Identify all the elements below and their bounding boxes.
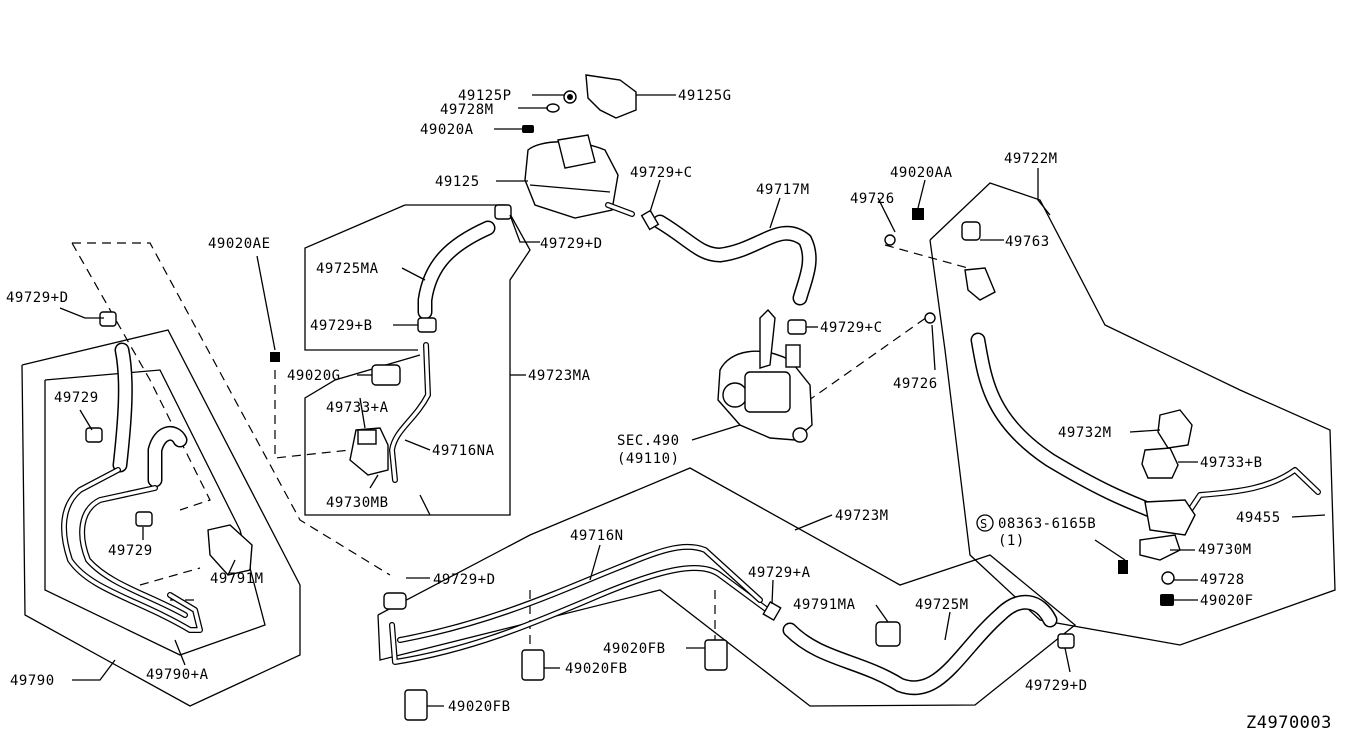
label-49790a: 49790+A [146,667,209,683]
bolt-49020aa [912,208,924,220]
clamp-49733-a [357,429,377,445]
label-49728: 49728 [1200,572,1245,588]
svg-text:(1): (1) [998,533,1025,549]
reservoir-tank [524,134,635,219]
bracket-49020g [371,364,401,386]
bracket-49125g [585,74,637,119]
label-49020ae: 49020AE [208,236,271,252]
clamp-49729-d-right [1057,633,1075,649]
clamp-49729-d-tank [494,204,512,220]
label-49729-left2: 49729 [108,543,153,559]
label-sec490: SEC.490 [617,433,680,449]
clamp-49729-d-mid [383,592,407,610]
washer-49726-mid [924,312,936,324]
label-49725ma: 49725MA [316,261,379,277]
washer-49726-top [884,234,896,246]
label-49125: 49125 [435,174,480,190]
bolt-08363 [1118,560,1128,574]
label-49020fb-2: 49020FB [603,641,666,657]
label-49729d-left: 49729+D [6,290,69,306]
clamp-49732m [1157,409,1193,449]
bracket-49791m [207,524,253,576]
label-49723ma: 49723MA [528,368,591,384]
group-outline-49790 [21,329,301,707]
label-49729c-top: 49729+C [630,165,693,181]
label-49729b: 49729+B [310,318,373,334]
clamp-49729-left2 [135,511,153,527]
bolt-49020ae [270,352,280,362]
union-fitting [964,267,996,301]
label-49728m: 49728M [440,102,494,118]
components [85,74,1196,721]
clamp-49729-c-top [640,209,660,231]
label-49717m: 49717M [756,182,810,198]
leader-lines [59,94,1326,707]
bracket-49730m [1139,534,1181,561]
fitting-49722m-end [1144,499,1196,536]
label-49020a: 49020A [420,122,474,138]
label-49020fb-3: 49020FB [448,699,511,715]
label-49125p: 49125P [458,88,512,104]
label-49020fb-1: 49020FB [565,661,628,677]
label-49716n: 49716N [570,528,624,544]
label-49730m: 49730M [1198,542,1252,558]
label-49722m: 49722M [1004,151,1058,167]
power-steering-pump [717,308,813,443]
label-49729d-mid: 49729+D [433,572,496,588]
label-49723m: 49723M [835,508,889,524]
label-49730mb: 49730MB [326,495,389,511]
label-49020aa: 49020AA [890,165,953,181]
clamp-49729-c-pump [787,319,807,335]
label-49020f: 49020F [1200,593,1254,609]
clip-49020fb-3 [404,689,428,721]
label-49791m: 49791M [210,571,264,587]
label-49763: 49763 [1005,234,1050,250]
label-49455: 49455 [1236,510,1281,526]
clamp-49729-b [417,317,437,333]
label-sec490-sub: (49110) [617,451,680,467]
group-outline-49790a [44,369,266,656]
diagram-code: Z4970003 [1246,713,1332,733]
clamp-49729-left1 [85,427,103,443]
clip-49020fb-2 [704,639,728,671]
clamp-49733-b [1141,447,1179,479]
label-49125g: 49125G [678,88,732,104]
label-49729d-tank: 49729+D [540,236,603,252]
nut-49020f [1160,594,1174,606]
washer-49728 [1161,571,1175,585]
label-49729a: 49729+A [748,565,811,581]
label-49729d-right: 49729+D [1025,678,1088,694]
label-49791ma: 49791MA [793,597,856,613]
clamp-49791ma [875,621,901,647]
pipes [61,342,1321,665]
label-49726-mid: 49726 [893,376,938,392]
label-49733b: 49733+B [1200,455,1263,471]
label-49732m: 49732M [1058,425,1112,441]
clamp-49729-a [762,600,782,622]
label-49716na: 49716NA [432,443,495,459]
label-49726-top: 49726 [850,191,895,207]
label-49790: 49790 [10,673,55,689]
callout-labels: 49125P 49728M 49020A 49125G 49125 49729+… [6,88,1332,733]
bolt-49020a [522,125,534,133]
washer-49728m [546,103,560,113]
label-08363: S 08363-6165B (1) [976,514,1096,549]
dashed-reference-lines [71,242,976,650]
svg-text:S: S [980,517,988,531]
clip-49020fb-1 [521,649,545,681]
clamp-49729-d-left [99,311,117,327]
label-49733a: 49733+A [326,400,389,416]
label-49729-left1: 49729 [54,390,99,406]
clamp-49763 [961,221,981,241]
label-49729c-pump: 49729+C [820,320,883,336]
svg-text:08363-6165B: 08363-6165B [998,516,1096,532]
group-outline-49723ma [304,204,418,351]
group-outline-49722m [929,182,1336,646]
group-outline-49723m [377,467,1077,707]
label-49725m: 49725M [915,597,969,613]
hoses [112,214,1158,696]
label-49020g: 49020G [287,368,341,384]
